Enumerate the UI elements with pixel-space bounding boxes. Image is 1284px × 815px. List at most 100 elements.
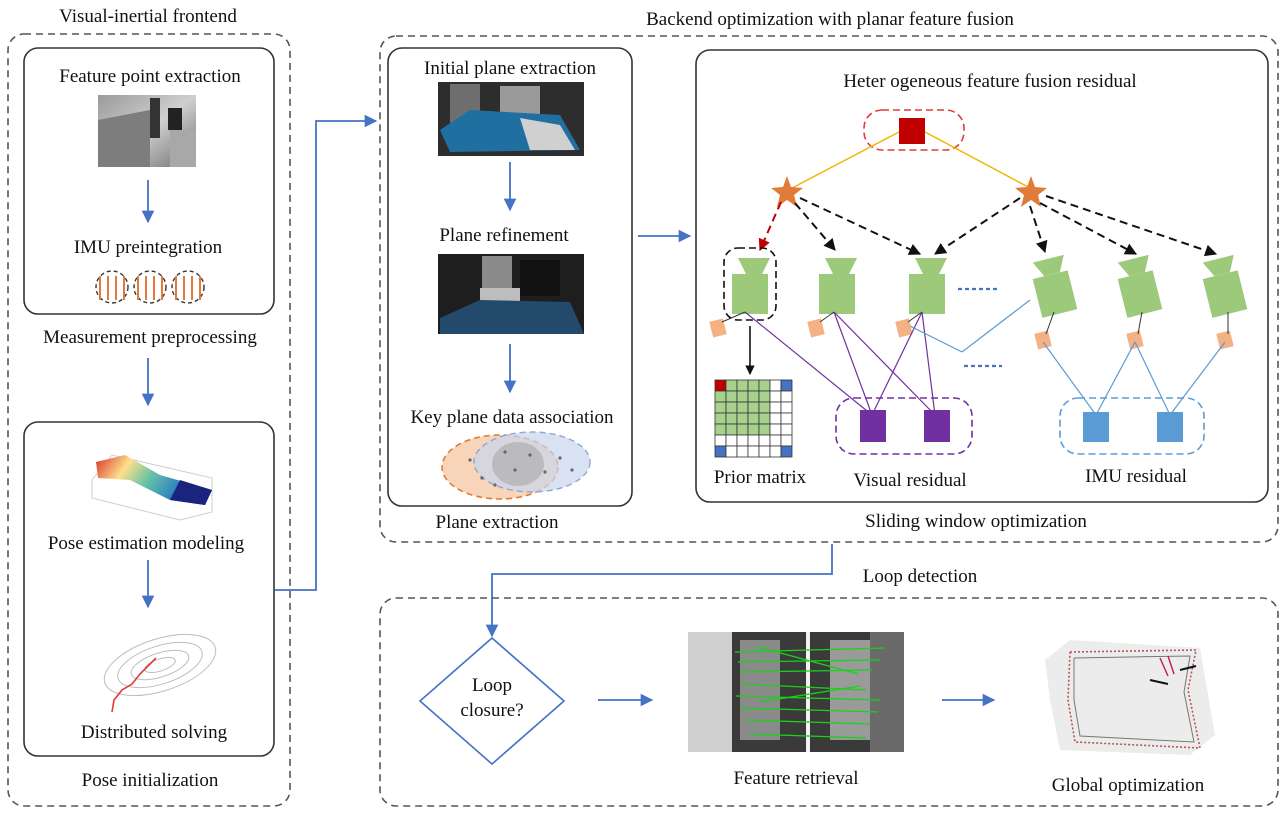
camera-bias-links xyxy=(721,311,1229,335)
prior-matrix-cell xyxy=(725,379,738,392)
imu-preintegration-icon xyxy=(95,270,205,304)
prior-matrix-cell xyxy=(736,390,749,403)
prior-matrix-cell xyxy=(714,390,727,403)
prior-matrix-cell xyxy=(747,412,760,425)
key-plane-association-icon xyxy=(441,431,591,500)
prior-matrix-cell xyxy=(769,412,782,425)
star-node-left xyxy=(771,176,803,207)
prior-matrix-cell xyxy=(769,423,782,436)
camera-node-1 xyxy=(732,258,770,314)
prior-matrix-cell xyxy=(714,434,727,447)
pose-modeling-label: Pose estimation modeling xyxy=(48,533,245,554)
feature-retrieval-photo xyxy=(688,632,904,752)
camera-node-3 xyxy=(909,258,947,314)
prior-matrix-cell xyxy=(780,390,793,403)
prior-matrix-cell xyxy=(714,401,727,414)
camera-node-6 xyxy=(1202,254,1248,318)
prior-matrix-cell xyxy=(714,445,727,458)
prior-matrix-cell xyxy=(736,379,749,392)
edge-prior-star-right xyxy=(924,131,1031,189)
prior-matrix-grid xyxy=(714,379,793,458)
edge-star-cam1 xyxy=(758,201,782,252)
contour-plot xyxy=(103,633,217,713)
prior-matrix-cell xyxy=(725,434,738,447)
initial-plane-label: Initial plane extraction xyxy=(424,58,596,79)
bias-node-1 xyxy=(709,318,727,338)
prior-matrix-cell xyxy=(747,423,760,436)
prior-matrix-cell xyxy=(780,445,793,458)
prior-matrix-cell xyxy=(714,412,727,425)
prior-matrix-cell xyxy=(714,379,727,392)
prior-matrix-cell xyxy=(725,445,738,458)
measurement-box xyxy=(23,47,275,315)
prior-matrix-cell xyxy=(747,434,760,447)
imu-preintegration-label: IMU preintegration xyxy=(74,237,223,258)
visual-residual-node-1 xyxy=(860,410,886,442)
decision-line-1: Loop xyxy=(472,675,512,696)
backend-group xyxy=(379,35,1279,543)
arrow-frontend-to-backend xyxy=(275,114,378,591)
prior-matrix-cell xyxy=(725,423,738,436)
fusion-title: Heter ogeneous feature fusion residual xyxy=(843,71,1136,92)
edge-prior-star-left xyxy=(791,131,900,189)
prior-matrix-cell xyxy=(747,379,760,392)
edge-star-cam6 xyxy=(1045,195,1218,257)
prior-matrix-cell xyxy=(769,434,782,447)
prior-matrix-cell xyxy=(747,445,760,458)
camera-node-5 xyxy=(1117,254,1163,318)
edge-star-cam2 xyxy=(794,202,836,251)
prior-matrix-cell xyxy=(714,423,727,436)
distributed-solving-label: Distributed solving xyxy=(81,722,228,743)
prior-matrix-cell xyxy=(747,401,760,414)
plane-refinement-label: Plane refinement xyxy=(439,225,569,246)
prior-matrix-cell xyxy=(736,423,749,436)
backend-title: Backend optimization with planar feature… xyxy=(646,9,1014,30)
camera-node-2 xyxy=(819,258,857,314)
prior-matrix-cell xyxy=(736,412,749,425)
imu-residual-group xyxy=(1059,397,1205,455)
edge-star-cam4 xyxy=(1029,205,1048,254)
prior-matrix-cell xyxy=(725,412,738,425)
prior-matrix-cell xyxy=(780,434,793,447)
prior-matrix-cell xyxy=(758,423,771,436)
prior-matrix-cell xyxy=(780,412,793,425)
feature-extraction-label: Feature point extraction xyxy=(59,66,241,87)
imu-residual-node-2 xyxy=(1157,412,1183,442)
plane-extraction-caption: Plane extraction xyxy=(436,512,559,533)
feature-photo xyxy=(98,95,196,167)
bias-node-6 xyxy=(1216,330,1234,350)
loop-closure-decision xyxy=(418,636,566,766)
bias-node-4 xyxy=(1034,330,1052,350)
prior-matrix-cell xyxy=(758,445,771,458)
edge-star-cam5 xyxy=(1039,202,1138,255)
marginalized-camera-outline xyxy=(723,247,777,321)
imu-residual-links xyxy=(909,299,1226,416)
prior-matrix-cell xyxy=(758,401,771,414)
bias-node-5 xyxy=(1126,330,1144,350)
visual-residual-group xyxy=(835,397,973,455)
visual-residual-node-2 xyxy=(924,410,950,442)
edge-star-cam3-left xyxy=(799,197,922,255)
pose-surface-plot xyxy=(91,454,213,521)
edge-star-cam3-right xyxy=(933,197,1021,255)
prior-matrix-cell xyxy=(769,379,782,392)
pose-box xyxy=(23,421,275,757)
prior-matrix-cell xyxy=(780,401,793,414)
loop-title: Loop detection xyxy=(863,566,978,587)
feature-retrieval-label: Feature retrieval xyxy=(733,768,858,789)
prior-matrix-cell xyxy=(780,379,793,392)
bias-node-3 xyxy=(895,318,913,338)
pose-caption: Pose initialization xyxy=(82,770,219,791)
frontend-title: Visual-inertial frontend xyxy=(59,6,237,27)
prior-node xyxy=(899,118,925,144)
global-optimization-label: Global optimization xyxy=(1052,775,1205,796)
prior-matrix-cell xyxy=(758,390,771,403)
prior-matrix-cell xyxy=(736,445,749,458)
prior-matrix-cell xyxy=(758,379,771,392)
imu-residual-label: IMU residual xyxy=(1085,466,1187,487)
sliding-window-box xyxy=(695,49,1269,503)
plane-extraction-box xyxy=(387,47,633,507)
prior-matrix-cell xyxy=(736,401,749,414)
